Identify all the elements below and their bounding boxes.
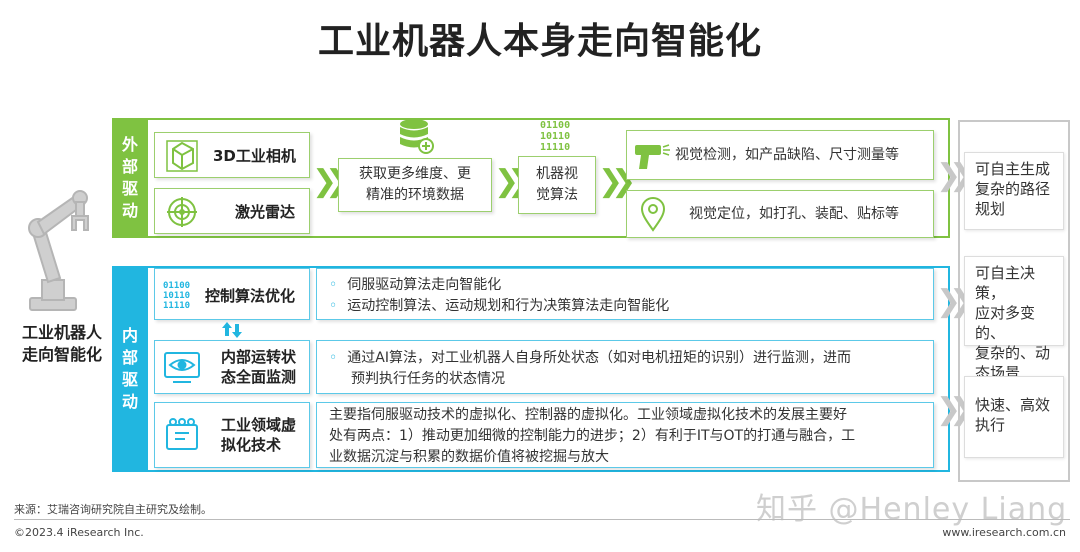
- internal-band-char: 驱: [121, 370, 138, 389]
- detail-line: 业数据沉淀与积累的数据价值将被挖掘与放大: [329, 449, 609, 465]
- robot-arm-icon: [28, 190, 89, 311]
- page-title: 工业机器人本身走向智能化: [317, 21, 762, 62]
- external-band-char: 部: [121, 157, 138, 176]
- label-line: 拟化技术: [221, 436, 282, 454]
- database-icon: [400, 119, 434, 154]
- data-box-line: 精准的环境数据: [366, 187, 464, 203]
- binary-line: 01100: [163, 281, 190, 291]
- external-section-frame: [112, 118, 950, 238]
- website-link[interactable]: www.iresearch.com.cn: [942, 526, 1066, 539]
- camera-card: 3D工业相机: [154, 132, 310, 178]
- lidar-label: 激光雷达: [235, 203, 296, 221]
- result-line: 复杂的、动: [975, 344, 1051, 362]
- vision-algorithm-box: 机器视 觉算法: [518, 156, 596, 214]
- algo-box-line: 觉算法: [536, 187, 578, 203]
- status-monitoring-detail: ◦ 通过AI算法，对工业机器人自身所处状态（如对电机扭矩的识别）进行监测，进而 预…: [316, 340, 934, 394]
- result-line: 可自主生成: [975, 160, 1051, 178]
- control-algorithm-label: 控制算法优化: [205, 287, 296, 305]
- bullet-icon: ◦: [329, 350, 338, 366]
- label-line: 内部运转状: [221, 348, 297, 366]
- result-line: 复杂的路径: [975, 180, 1051, 198]
- 3d-camera-icon: [166, 140, 198, 172]
- camera-label: 3D工业相机: [213, 147, 296, 165]
- detail-line: 处有两点：1）推动更加细微的控制能力的进步；2）有利于IT与OT的打通与融合，工: [329, 428, 856, 444]
- external-band-char: 动: [121, 201, 138, 220]
- result-efficient-execution: 快速、高效 执行: [964, 376, 1064, 458]
- binary-line: 10110: [163, 291, 190, 301]
- label-line: 工业领域虚: [221, 416, 297, 434]
- binary-line: 11110: [163, 301, 190, 311]
- result-decision-making: 可自主决策， 应对多变的、 复杂的、动 态场景: [964, 256, 1064, 382]
- robot-label-line2: 走向智能化: [21, 345, 102, 364]
- chevron-right-icon: ❯❯: [312, 164, 350, 199]
- result-path-planning: 可自主生成 复杂的路径 规划: [964, 152, 1064, 230]
- positioning-text: 视觉定位，如打孔、装配、贴标等: [689, 206, 899, 222]
- watermark: 知乎 @Henley Liang: [756, 492, 1068, 527]
- virtualization-label: 工业领域虚 拟化技术: [221, 415, 296, 455]
- binary-line: 11110: [540, 142, 570, 153]
- internal-section-frame: [112, 266, 950, 472]
- result-line: 快速、高效: [975, 396, 1051, 414]
- external-band-char: 外: [121, 135, 138, 154]
- data-box-line: 获取更多维度、更: [359, 166, 471, 182]
- binary-line: 10110: [540, 131, 570, 142]
- lidar-icon: [167, 197, 197, 227]
- binary-code-icon: 01100 10110 11110: [540, 120, 570, 153]
- monitor-eye-icon: [164, 352, 200, 383]
- label-line: 态全面监测: [221, 368, 297, 386]
- algo-box-line: 机器视: [536, 166, 578, 182]
- bullet-text: 运动控制算法、运动规划和行为决策算法走向智能化: [347, 298, 670, 314]
- external-band-char: 驱: [121, 179, 138, 198]
- bullet-item: ◦ 伺服驱动算法走向智能化: [329, 275, 933, 296]
- bullet-icon: ◦: [329, 298, 338, 314]
- internal-drive-band: 内 部 驱 动: [112, 266, 148, 472]
- status-monitoring-label: 内部运转状 态全面监测: [221, 347, 296, 387]
- swap-arrows-icon: [222, 322, 242, 338]
- result-line: 应对多变的、: [975, 304, 1036, 342]
- lidar-card: 激光雷达: [154, 188, 310, 234]
- result-line: 规划: [975, 200, 1006, 218]
- binary-line: 01100: [540, 120, 570, 131]
- result-line: 执行: [975, 416, 1006, 434]
- chevron-right-icon: ❯❯: [494, 164, 532, 199]
- location-pin-icon: [640, 197, 666, 232]
- detail-line: 主要指伺服驱动技术的虚拟化、控制器的虚拟化。工业领域虚拟化技术的发展主要好: [329, 407, 847, 423]
- bullet-text: 伺服驱动算法走向智能化: [347, 277, 502, 293]
- bullet-icon: ◦: [329, 277, 338, 293]
- robot-label-line1: 工业机器人: [21, 323, 102, 342]
- internal-band-char: 动: [121, 392, 138, 411]
- vision-positioning-card: 视觉定位，如打孔、装配、贴标等: [626, 190, 934, 238]
- chevron-right-icon: ❯❯: [598, 164, 636, 199]
- internal-band-char: 部: [121, 348, 138, 367]
- results-frame: [958, 120, 1070, 482]
- copyright: ©2023.4 iResearch Inc.: [14, 526, 144, 539]
- source-note: 来源：艾瑞咨询研究院自主研究及绘制。: [14, 503, 212, 516]
- control-algorithm-detail: ◦ 伺服驱动算法走向智能化 ◦ 运动控制算法、运动规划和行为决策算法走向智能化: [316, 268, 934, 320]
- bullet-text: 通过AI算法，对工业机器人自身所处状态（如对电机扭矩的识别）进行监测，进而: [347, 350, 851, 366]
- virtualization-card: 工业领域虚 拟化技术: [154, 402, 310, 468]
- virtualization-detail: 主要指伺服驱动技术的虚拟化、控制器的虚拟化。工业领域虚拟化技术的发展主要好 处有…: [316, 402, 934, 468]
- bullet-item: ◦ 通过AI算法，对工业机器人自身所处状态（如对电机扭矩的识别）进行监测，进而: [329, 348, 933, 369]
- vision-detection-card: 视觉检测，如产品缺陷、尺寸测量等: [626, 130, 934, 180]
- external-drive-band: 外 部 驱 动: [112, 118, 148, 238]
- scanner-gun-icon: [635, 144, 670, 169]
- result-line: 可自主决策，: [975, 264, 1036, 302]
- binary-code-icon: 01100 10110 11110: [163, 281, 190, 311]
- status-monitoring-card: 内部运转状 态全面监测: [154, 340, 310, 394]
- bullet-text-continued: 预判执行任务的状态情况: [351, 371, 505, 387]
- internal-band-char: 内: [121, 326, 138, 345]
- footer-divider: [14, 519, 1070, 520]
- bullet-item: ◦ 运动控制算法、运动规划和行为决策算法走向智能化: [329, 296, 933, 317]
- robot-label: 工业机器人 走向智能化: [10, 322, 114, 366]
- virtualization-chip-icon: [166, 418, 198, 450]
- data-acquisition-box: 获取更多维度、更 精准的环境数据: [338, 158, 492, 212]
- control-algorithm-card: 01100 10110 11110 控制算法优化: [154, 268, 310, 320]
- detection-text: 视觉检测，如产品缺陷、尺寸测量等: [675, 147, 899, 163]
